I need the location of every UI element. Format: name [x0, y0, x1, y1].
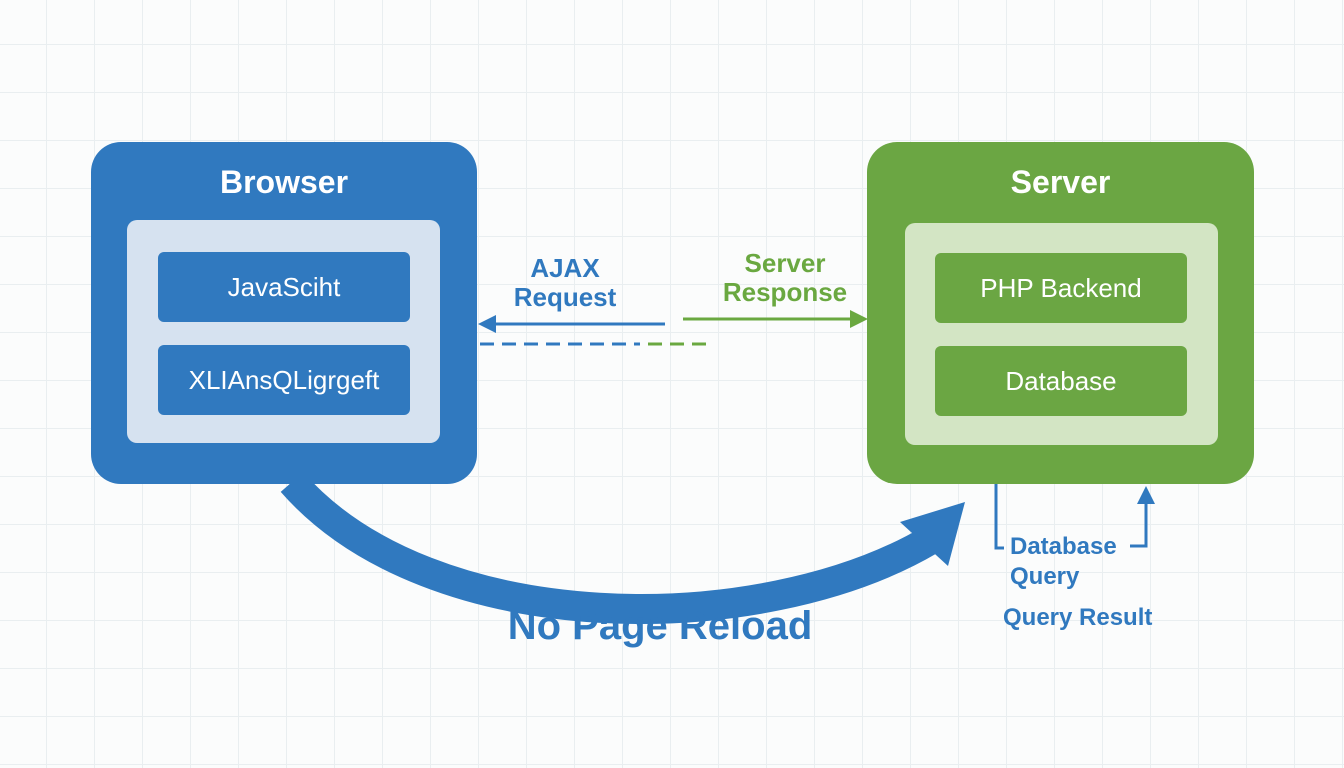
no-page-reload-label: No Page Reload: [507, 604, 813, 648]
ajax-request-arrowhead: [478, 315, 496, 333]
server-title: Server: [1010, 164, 1111, 200]
server-response-arrowhead: [850, 310, 868, 328]
query-result-label: Query Result: [1003, 604, 1153, 631]
browser-title: Browser: [219, 164, 349, 200]
ajax-request-label: AJAX Request: [513, 253, 617, 313]
server-item-database: Database: [935, 346, 1187, 416]
browser-item-javascript: JavaSciht: [158, 252, 410, 322]
server-item-php-backend: PHP Backend: [935, 253, 1187, 323]
browser-inner-box: JavaSciht XLIAnsQLigrgeft: [127, 220, 440, 443]
no-page-reload-arrowhead: [900, 502, 965, 566]
server-response-label: Server Response: [722, 248, 848, 308]
server-panel: Server PHP Backend Database: [867, 142, 1254, 484]
no-page-reload-curve: [280, 472, 938, 624]
browser-panel: Browser JavaSciht XLIAnsQLigrgeft: [91, 142, 477, 484]
database-query-arrow-line: [994, 466, 1004, 550]
query-result-arrowhead: [1137, 486, 1155, 504]
database-query-label: Database Query: [1010, 533, 1117, 590]
server-inner-box: PHP Backend Database: [905, 223, 1218, 445]
query-result-arrow-line: [1130, 502, 1148, 548]
browser-item-xmlhttprequest: XLIAnsQLigrgeft: [158, 345, 410, 415]
